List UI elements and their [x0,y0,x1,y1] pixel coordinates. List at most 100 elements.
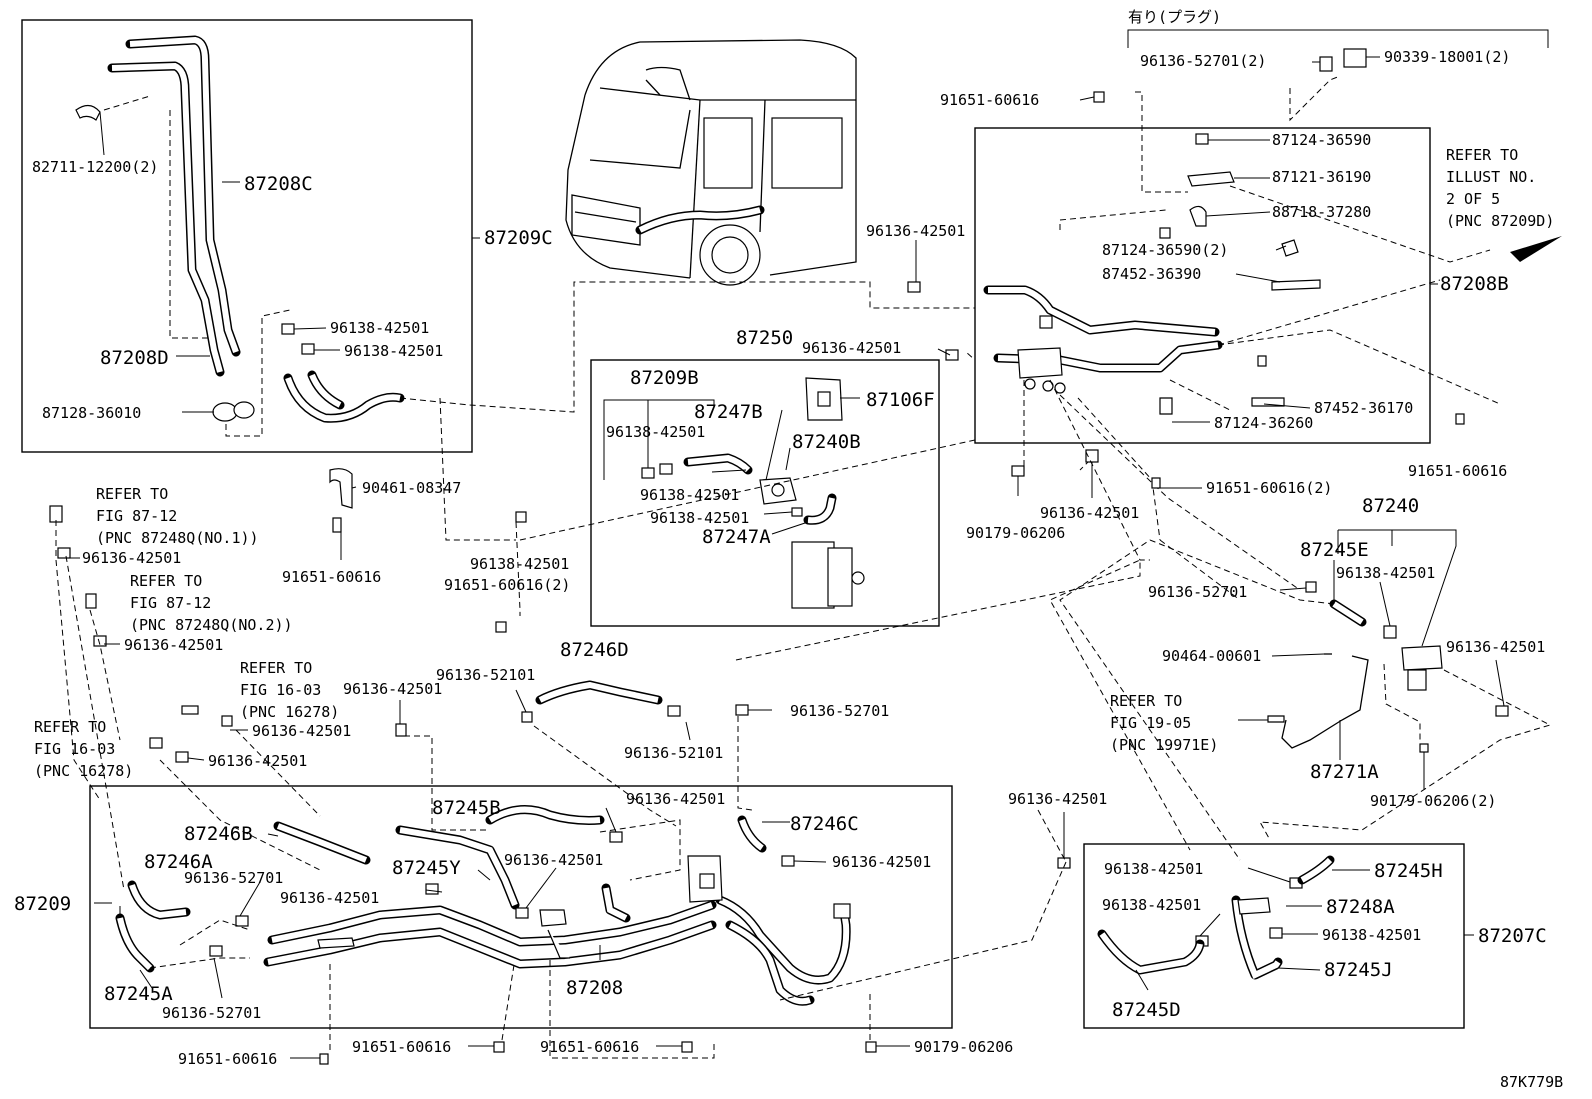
label-91651-60616-b3: 91651-60616 [540,1038,639,1056]
frame-87209c [21,19,473,453]
part-labels: 有り(プラグ) 96136-52701(2) 90339-18001(2) 91… [14,8,1563,1091]
section-87208b-parts [983,75,1501,591]
label-90179-06206-b: 90179-06206 [914,1038,1013,1056]
label-96138-42501-d: 96138-42501 [640,486,739,504]
label-96136-52701-b: 96136-52701 [790,702,889,720]
label-90179-06206-2: 90179-06206(2) [1370,792,1496,810]
label-87207c: 87207C [1478,925,1547,947]
ref-illust-2of5: REFER TO ILLUST NO. 2 OF 5 (PNC 87209D) [1446,146,1554,230]
label-90179-06206-mid: 90179-06206 [966,524,1065,542]
label-96136-42501-i: 96136-42501 [208,752,307,770]
section-87240-parts [1059,529,1552,861]
label-87208d: 87208D [100,347,169,369]
label-87245d: 87245D [1112,999,1181,1021]
label-87240b: 87240B [792,431,861,453]
label-91651-60616-right: 91651-60616 [1408,462,1507,480]
label-87124-36590: 87124-36590 [1272,131,1371,149]
label-96138-42501-e: 96138-42501 [650,509,749,527]
reference-notes: REFER TO ILLUST NO. 2 OF 5 (PNC 87209D) … [34,146,1554,780]
label-90339-18001-2: 90339-18001(2) [1384,48,1510,66]
label-87245y: 87245Y [392,857,461,879]
ref-fig-87-12-no1: REFER TO FIG 87-12 (PNC 87248Q(NO.1)) [96,485,259,547]
frame-87209 [89,785,953,1029]
plug-bracket [1127,29,1549,48]
section-87250-parts [603,377,865,609]
label-96136-42501-a: 96136-42501 [866,222,965,240]
label-91651-60616-b1: 91651-60616 [178,1050,277,1068]
label-87124-36260: 87124-36260 [1214,414,1313,432]
label-87209c: 87209C [484,227,553,249]
label-87250: 87250 [736,327,793,349]
label-87246b: 87246B [184,823,253,845]
label-96136-52101-a: 96136-52101 [436,666,535,684]
label-96138-42501-j: 96138-42501 [1322,926,1421,944]
label-96136-52701-2: 96136-52701(2) [1140,52,1266,70]
label-96136-42501-j: 96136-42501 [626,790,725,808]
leader-lines [60,56,1505,1059]
label-87245h: 87245H [1374,860,1443,882]
label-96136-42501-f: 96136-42501 [124,636,223,654]
label-96138-42501-a: 96138-42501 [330,319,429,337]
label-96136-42501-l: 96136-42501 [504,851,603,869]
label-87128-36010: 87128-36010 [42,404,141,422]
label-96136-42501-e: 96136-42501 [82,549,181,567]
frame-87250 [590,359,940,627]
label-90464-00601: 90464-00601 [1162,647,1261,665]
ref-fig-16-03-b: REFER TO FIG 16-03 (PNC 16278) [34,718,133,780]
label-87240: 87240 [1362,495,1419,517]
label-96136-42501-d: 96136-42501 [1446,638,1545,656]
vehicle-sketch [565,39,857,286]
label-87248a: 87248A [1326,896,1395,918]
ref-fig-87-12-no2: REFER TO FIG 87-12 (PNC 87248Q(NO.2)) [130,572,293,634]
label-96138-42501-g: 96138-42501 [1336,564,1435,582]
label-87245e: 87245E [1300,539,1369,561]
label-96138-42501-c: 96138-42501 [606,423,705,441]
label-87246d: 87246D [560,639,629,661]
frame-87208b [974,127,1431,444]
label-96138-42501-b: 96138-42501 [344,342,443,360]
label-96138-42501-i: 96138-42501 [1102,896,1201,914]
label-87208: 87208 [566,977,623,999]
label-96136-42501-c: 96136-42501 [1040,504,1139,522]
label-91651-60616-b2: 91651-60616 [352,1038,451,1056]
label-96136-42501-b: 96136-42501 [802,339,901,357]
label-87247a: 87247A [702,526,771,548]
label-96136-42501-n: 96136-42501 [1008,790,1107,808]
label-87271a: 87271A [1310,761,1379,783]
label-87245j: 87245J [1324,959,1393,981]
connection-lines [55,281,1241,1059]
label-87452-36170: 87452-36170 [1314,399,1413,417]
label-87209b: 87209B [630,367,699,389]
label-82711-12200-2: 82711-12200(2) [32,158,158,176]
label-96136-52701-c: 96136-52701 [184,869,283,887]
label-87124-36590-2: 87124-36590(2) [1102,241,1228,259]
label-91651-60616-left: 91651-60616 [282,568,381,586]
ref-fig-16-03-a: REFER TO FIG 16-03 (PNC 16278) [240,659,339,721]
label-87452-36390: 87452-36390 [1102,265,1201,283]
label-91651-60616-top: 91651-60616 [940,91,1039,109]
label-plug-note: 有り(プラグ) [1128,8,1221,26]
label-87246a: 87246A [144,851,213,873]
label-87209: 87209 [14,893,71,915]
label-96136-52701-d: 96136-52701 [162,1004,261,1022]
ref-fig-19-05: REFER TO FIG 19-05 (PNC 19971E) [1110,692,1218,754]
label-96136-42501-h: 96136-42501 [252,722,351,740]
label-96136-42501-m: 96136-42501 [280,889,379,907]
label-96136-52701-a: 96136-52701 [1148,583,1247,601]
label-96136-42501-k: 96136-42501 [832,853,931,871]
label-88718-37280: 88718-37280 [1272,203,1371,221]
frame-87207c [1083,843,1465,1029]
label-87208b: 87208B [1440,273,1509,295]
label-90461-08347: 90461-08347 [362,479,461,497]
label-96136-42501-g: 96136-42501 [343,680,442,698]
label-87246c: 87246C [790,813,859,835]
arrow-icon [1510,236,1562,262]
label-87121-36190: 87121-36190 [1272,168,1371,186]
label-87208c: 87208C [244,173,313,195]
label-87106f: 87106F [866,389,935,411]
label-87245a: 87245A [104,983,173,1005]
section-87209-parts [49,48,1465,1065]
label-87247b: 87247B [694,401,763,423]
label-91651-60616-2b: 91651-60616(2) [444,576,570,594]
